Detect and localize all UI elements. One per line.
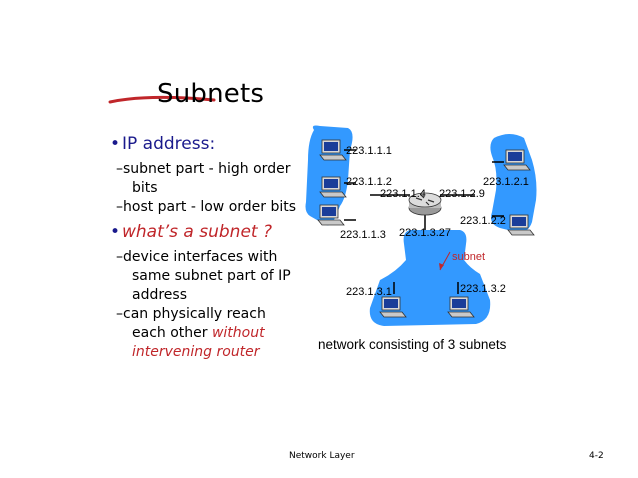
subnet-223-1-2-region (490, 134, 537, 233)
sub-bullet-physically-reach-cont1: each other without (132, 325, 265, 341)
subnet-223-1-1-region (305, 125, 353, 226)
sub-bullet-host-part: –host part - low order bits (116, 199, 297, 215)
sub-bullet-device-interfaces-cont2: address (132, 287, 188, 303)
sub-bullet-physically-reach: –can physically reach (116, 306, 266, 322)
network-diagram: 223.1.1.1 223.1.1.2 223.1.1.4 223.1.2.9 … (305, 125, 537, 326)
label-223-1-2-2: 223.1.2.2 (460, 215, 506, 227)
label-223-1-3-1: 223.1.3.1 (346, 286, 392, 298)
sub-bullet-subnet-part-cont: bits (132, 180, 158, 196)
title-underline-swoosh (108, 95, 216, 104)
label-223-1-2-9: 223.1.2.9 (439, 188, 485, 200)
label-223-1-3-2: 223.1.3.2 (460, 283, 506, 295)
sub-bullet-physically-reach-cont2: intervening router (132, 344, 260, 360)
subnet-label: subnet (452, 251, 485, 263)
label-223-1-2-1: 223.1.2.1 (483, 176, 529, 188)
interface-lines (344, 149, 504, 294)
bullet-ip-address-label: IP address: (122, 134, 216, 154)
label-223-1-1-3: 223.1.1.3 (340, 229, 386, 241)
slide-title: Subnets (157, 79, 265, 109)
sub-bullet-device-interfaces-cont1: same subnet part of IP (132, 268, 291, 284)
footer-page-number: 4-2 (589, 451, 604, 461)
bullet-ip-address: •IP address: (110, 134, 216, 154)
bullet-whats-subnet: •what’s a subnet ? (110, 222, 272, 242)
sub-bullet-device-interfaces: –device interfaces with (116, 249, 278, 265)
sub-bullet-subnet-part: –subnet part - high order (116, 161, 291, 177)
diagram-caption: network consisting of 3 subnets (318, 337, 507, 352)
host-223-1-1-3-icon (317, 204, 345, 226)
label-223-1-1-4: 223.1.1.4 (380, 188, 426, 200)
label-223-1-1-1: 223.1.1.1 (346, 145, 392, 157)
label-223-1-1-2: 223.1.1.2 (346, 176, 392, 188)
label-223-1-3-27: 223.1.3.27 (399, 227, 451, 239)
router-icon (408, 192, 442, 216)
footer-center: Network Layer (289, 451, 355, 461)
bullet-whats-subnet-label: what’s a subnet ? (122, 222, 272, 242)
